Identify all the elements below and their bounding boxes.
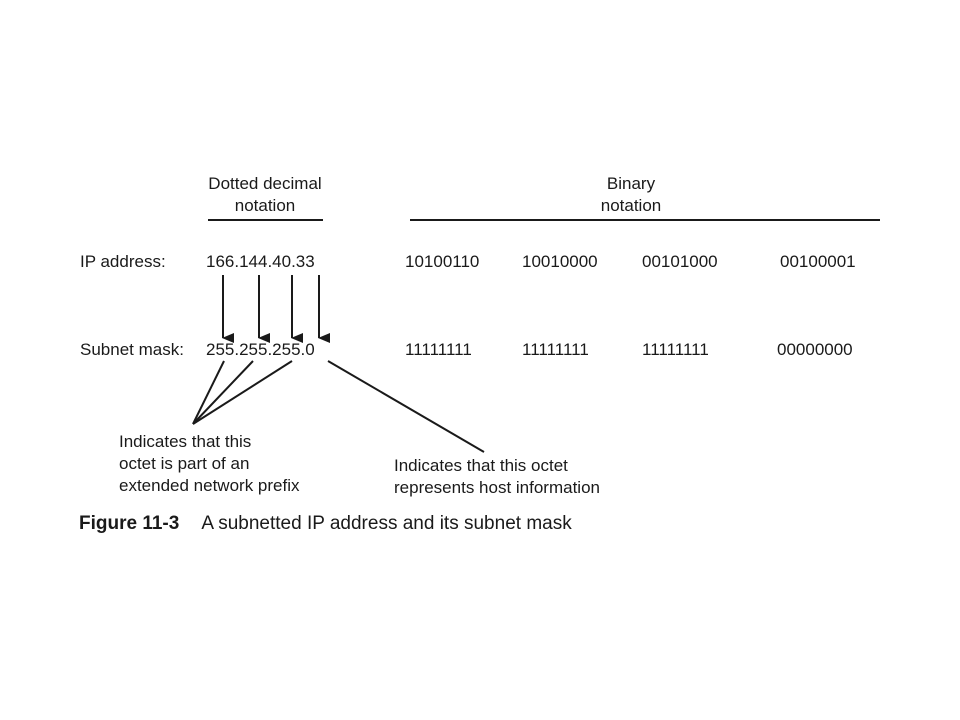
binary-header: Binary notation <box>551 173 711 217</box>
decimal-header-line-1: Dotted decimal <box>208 174 322 193</box>
ip-binary-octet-2: 10010000 <box>522 252 598 271</box>
figure-number: Figure 11-3 <box>79 513 180 534</box>
pointer-network-3 <box>192 360 293 425</box>
figure-caption: Figure 11-3 A subnetted IP address and it… <box>79 513 572 535</box>
network-annotation-line-1: Indicates that this <box>119 432 252 451</box>
host-annotation-line-2: represents host information <box>394 478 600 497</box>
mask-binary-octet-1: 11111111 <box>405 340 472 359</box>
mask-binary-octet-3: 11111111 <box>642 340 709 359</box>
ip-binary-octet-1: 10100110 <box>405 252 480 271</box>
ip-binary-octet-3: 00101000 <box>642 252 718 271</box>
ip-binary-octet-4: 00100001 <box>780 252 856 271</box>
binary-header-line-2: notation <box>600 196 662 215</box>
binary-header-line-1: Binary <box>606 174 656 193</box>
decimal-header-line-2: notation <box>234 196 296 215</box>
network-annotation-line-2: octet is part of an <box>119 454 250 473</box>
network-prefix-annotation: Indicates that this octet is part of an … <box>119 431 300 497</box>
ip-decimal-value: 166.144.40.33 <box>206 252 315 271</box>
host-annotation-line-1: Indicates that this octet <box>394 456 568 475</box>
pointer-host <box>327 360 485 453</box>
mask-binary-octet-4: 00000000 <box>777 340 853 359</box>
pointer-network-2 <box>192 360 254 425</box>
figure-title: A subnetted IP address and its subnet ma… <box>201 513 572 534</box>
mask-row-label: Subnet mask: <box>80 340 184 359</box>
ip-row-label: IP address: <box>80 252 166 271</box>
mask-decimal-value: 255.255.255.0 <box>206 340 315 359</box>
host-info-annotation: Indicates that this octet represents hos… <box>394 455 600 499</box>
network-annotation-line-3: extended network prefix <box>119 476 300 495</box>
mask-binary-octet-2: 11111111 <box>522 340 589 359</box>
decimal-header: Dotted decimal notation <box>185 173 345 217</box>
pointer-network-1 <box>192 360 225 425</box>
